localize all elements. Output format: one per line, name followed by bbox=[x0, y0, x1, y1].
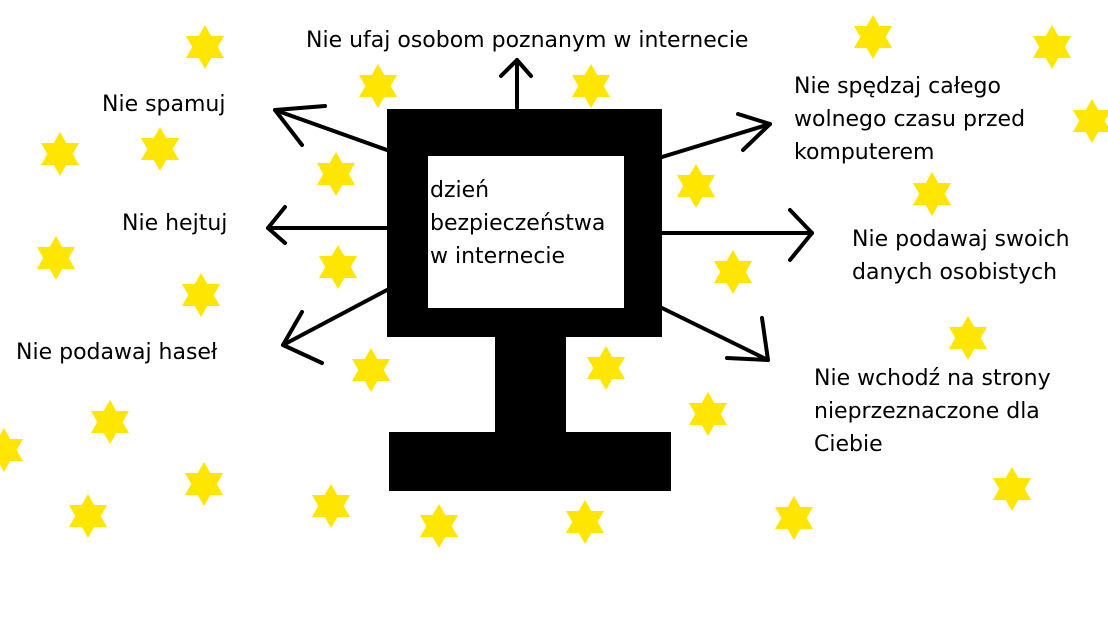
six-point-star-icon bbox=[318, 245, 358, 289]
six-point-star-icon bbox=[185, 25, 225, 69]
six-point-star-icon bbox=[90, 400, 130, 444]
six-point-star-icon bbox=[36, 236, 76, 280]
tip-dont-spam: Nie spamuj bbox=[102, 88, 226, 121]
six-point-star-icon bbox=[40, 132, 80, 176]
tip-line: Nie podawaj swoich bbox=[852, 227, 1070, 252]
six-point-star-icon bbox=[184, 462, 224, 506]
arrow-icon bbox=[281, 288, 389, 365]
six-point-star-icon bbox=[140, 127, 180, 171]
tip-dont-share-passwords: Nie podawaj haseł bbox=[16, 336, 217, 369]
arrow-icon bbox=[660, 208, 814, 262]
tip-line: Nie wchodź na strony bbox=[814, 366, 1051, 391]
monitor-base bbox=[389, 432, 671, 491]
tip-line: Nie hejtuj bbox=[122, 211, 228, 236]
arrow-icon bbox=[660, 306, 770, 362]
six-point-star-icon bbox=[688, 392, 728, 436]
arrow-icon bbox=[266, 205, 389, 245]
six-point-star-icon bbox=[68, 494, 108, 538]
six-point-star-icon bbox=[181, 273, 221, 317]
six-point-star-icon bbox=[311, 484, 351, 528]
tip-line: nieprzeznaczone dla bbox=[814, 399, 1040, 424]
six-point-star-icon bbox=[1072, 99, 1108, 143]
tip-dont-share-personal-data: Nie podawaj swoich danych osobistych bbox=[852, 223, 1070, 289]
center-title-line: bezpieczeństwa bbox=[430, 211, 606, 236]
computer-monitor bbox=[387, 109, 671, 491]
six-point-star-icon bbox=[419, 504, 459, 548]
six-point-star-icon bbox=[1032, 25, 1072, 69]
center-title-line: w internecie bbox=[430, 244, 566, 269]
six-point-star-icon bbox=[774, 496, 814, 540]
tip-line: Nie ufaj osobom poznanym w internecie bbox=[306, 28, 749, 53]
arrow-icon bbox=[499, 58, 533, 110]
six-point-star-icon bbox=[912, 172, 952, 216]
six-point-star-icon bbox=[992, 467, 1032, 511]
six-point-star-icon bbox=[948, 316, 988, 360]
tip-line: danych osobistych bbox=[852, 260, 1058, 285]
six-point-star-icon bbox=[0, 428, 24, 472]
six-point-star-icon bbox=[713, 250, 753, 294]
six-point-star-icon bbox=[351, 348, 391, 392]
center-title-line: dzień bbox=[430, 178, 490, 203]
six-point-star-icon bbox=[676, 164, 716, 208]
tip-line: Nie spędzaj całego bbox=[794, 74, 1001, 99]
tip-dont-hate: Nie hejtuj bbox=[122, 207, 227, 240]
arrow-icon bbox=[273, 104, 389, 152]
six-point-star-icon bbox=[571, 64, 611, 108]
six-point-star-icon bbox=[358, 64, 398, 108]
monitor-neck bbox=[495, 337, 566, 434]
tip-limit-screen-time: Nie spędzaj całego wolnego czasu przed k… bbox=[794, 70, 1025, 169]
monitor-screen bbox=[428, 156, 624, 308]
tip-line: Nie podawaj haseł bbox=[16, 340, 218, 365]
tip-line: komputerem bbox=[794, 140, 935, 165]
six-point-star-icon bbox=[853, 15, 893, 59]
center-title: dzień bezpieczeństwa w internecie bbox=[430, 174, 626, 273]
six-point-star-icon bbox=[565, 500, 605, 544]
arrow-icon bbox=[660, 112, 772, 159]
six-point-star-icon bbox=[586, 346, 626, 390]
tip-line: Nie spamuj bbox=[102, 92, 226, 117]
tip-dont-trust-strangers: Nie ufaj osobom poznanym w internecie bbox=[306, 24, 748, 57]
tip-line: Ciebie bbox=[814, 432, 883, 457]
tip-line: wolnego czasu przed bbox=[794, 107, 1026, 132]
tip-avoid-unsuitable-websites: Nie wchodź na strony nieprzeznaczone dla… bbox=[814, 362, 1051, 461]
six-point-star-icon bbox=[316, 152, 356, 196]
arrows bbox=[266, 58, 814, 365]
